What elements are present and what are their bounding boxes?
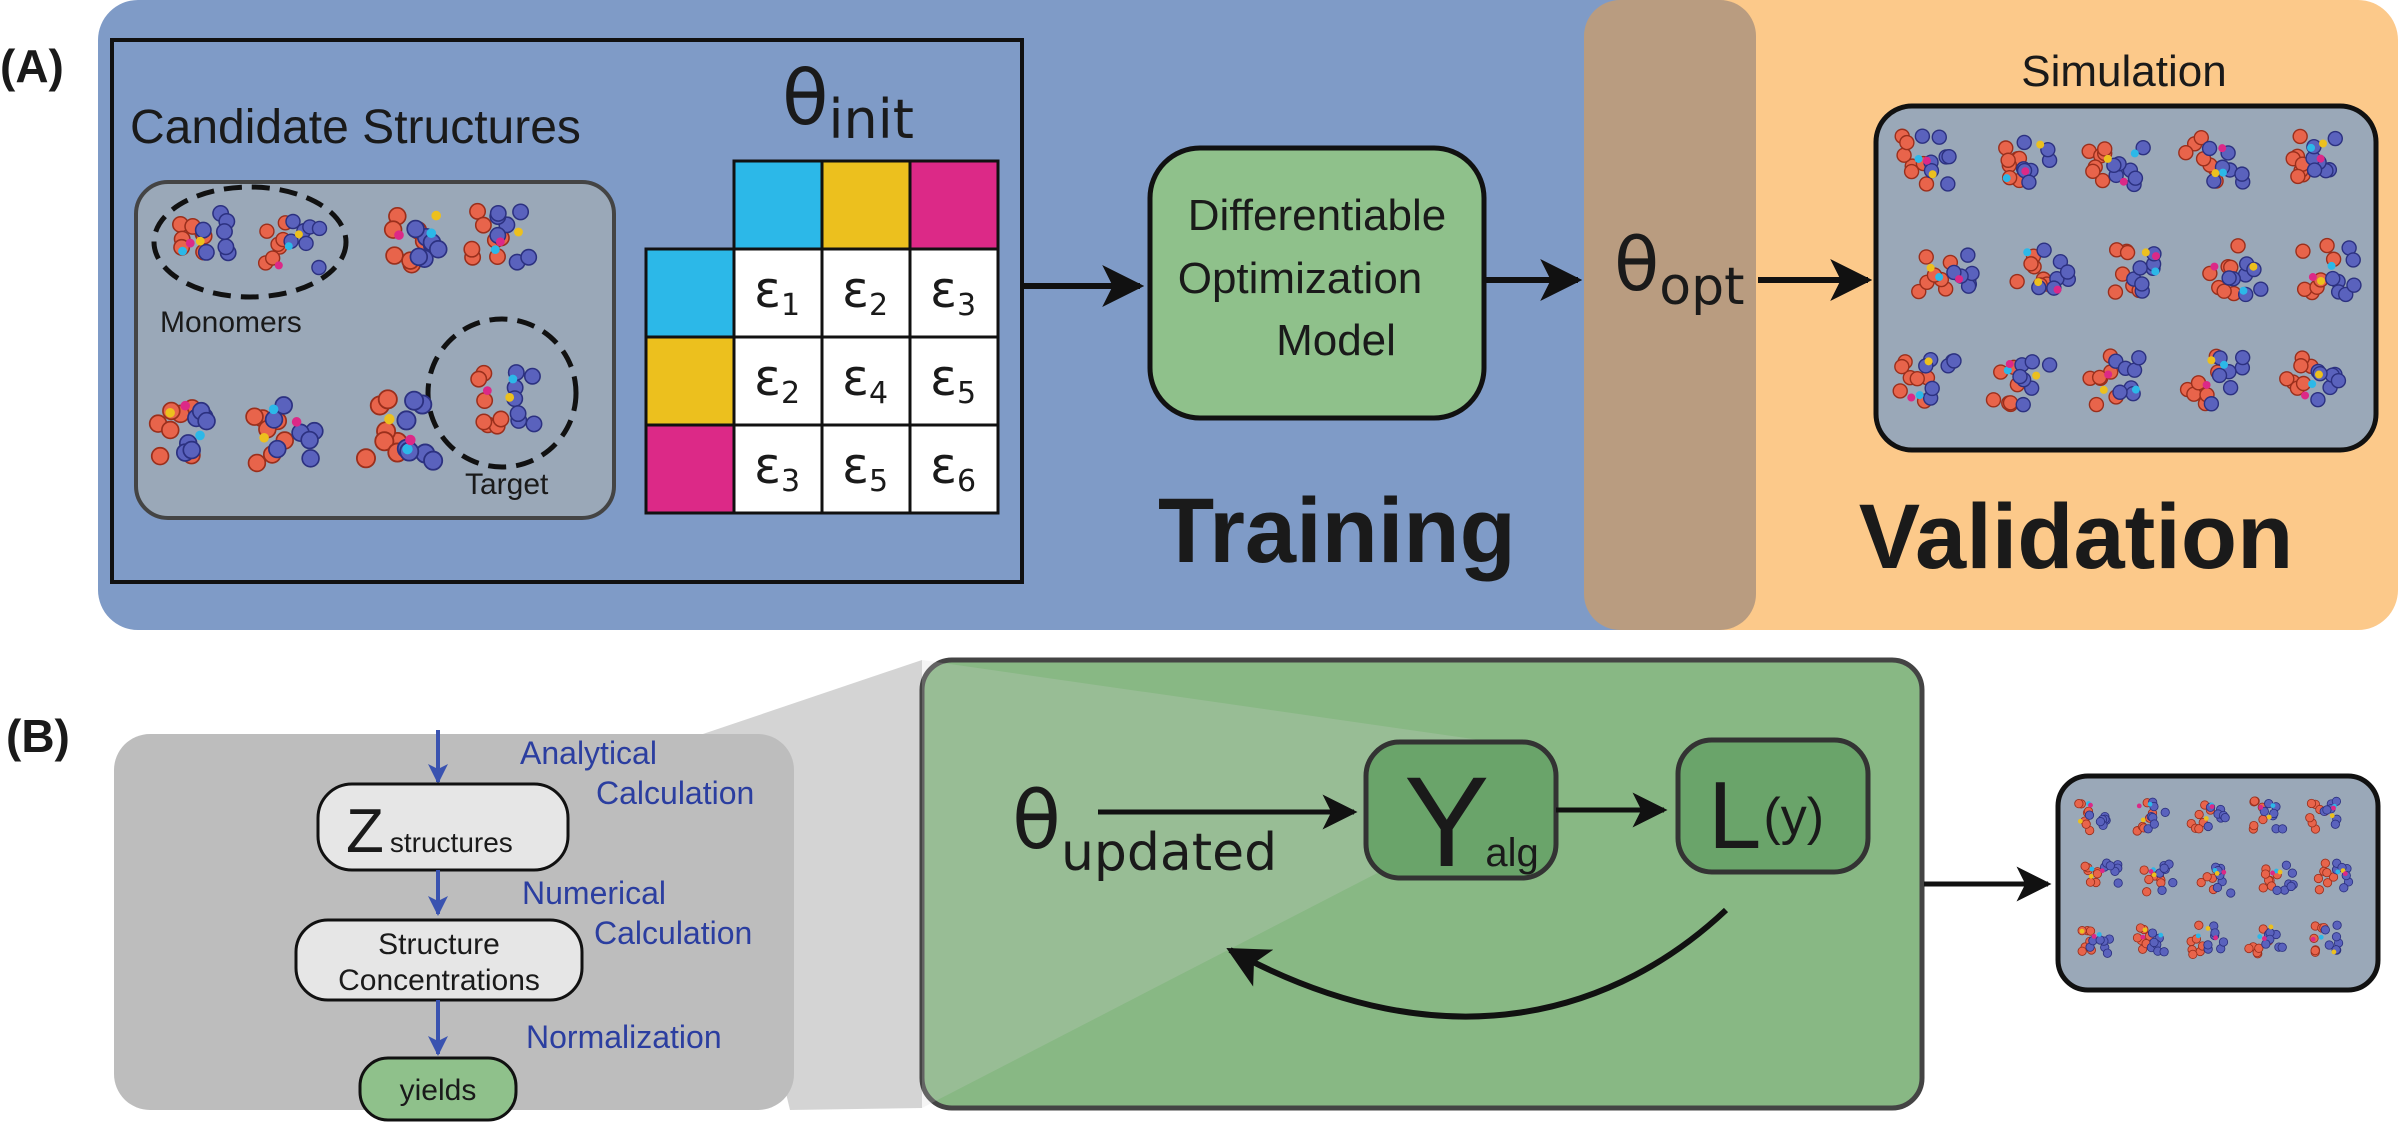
zoom-overlay xyxy=(922,660,1480,1108)
numerical-2: Calculation xyxy=(594,915,752,951)
target-label: Target xyxy=(465,468,549,501)
theta-init: θinit xyxy=(782,53,914,151)
simulation-molecules xyxy=(1892,128,2362,413)
matrix-cell xyxy=(820,423,912,515)
theta-opt: θopt xyxy=(1614,222,1745,317)
matrix-entry: ε3 xyxy=(754,437,800,499)
matrix-entry: ε5 xyxy=(842,437,888,499)
monomers-circle xyxy=(151,184,349,300)
matrix-cell xyxy=(908,247,1000,339)
matrix-entry: ε3 xyxy=(930,261,976,323)
conc-line-1: Structure xyxy=(378,928,500,961)
matrix-entry: ε4 xyxy=(842,349,888,411)
matrix-cell xyxy=(908,423,1000,515)
model-line-1: Differentiable xyxy=(1188,191,1446,240)
feedback-arrow xyxy=(1226,907,1729,1020)
matrix-entry: ε2 xyxy=(754,349,800,411)
monomers-label: Monomers xyxy=(160,306,302,339)
z-structures-box xyxy=(316,782,570,872)
output-molecules xyxy=(2074,796,2354,960)
matrix-entry: ε1 xyxy=(754,261,800,323)
header-magenta-top xyxy=(908,159,1000,251)
interaction-matrix: ε1 ε2 ε3 ε2 ε4 ε5 ε3 ε5 ε6 xyxy=(644,159,1000,515)
candidate-frame xyxy=(110,38,1024,584)
header-yellow-top xyxy=(820,159,912,251)
model-line-3: Model xyxy=(1276,316,1396,365)
model-line-2: Optimization xyxy=(1178,254,1423,303)
header-cyan-top xyxy=(732,159,824,251)
target-circle xyxy=(425,316,579,470)
panel-a-label: (A) xyxy=(0,40,64,92)
matrix-entry: ε6 xyxy=(930,437,976,499)
matrix-cell xyxy=(908,335,1000,427)
yields-box xyxy=(358,1056,518,1122)
header-magenta-left xyxy=(644,423,736,515)
training-label: Training xyxy=(1158,480,1516,582)
theta-updated: θupdated xyxy=(1012,774,1277,883)
analytical-2: Calculation xyxy=(596,775,754,811)
yields-label: yields xyxy=(400,1074,477,1107)
y-alg: Yalg xyxy=(1404,751,1539,894)
matrix-cell xyxy=(732,423,824,515)
header-cyan-left xyxy=(644,247,736,339)
panel-b-label: (B) xyxy=(6,710,70,762)
loss: L(y) xyxy=(1708,762,1824,869)
normalization: Normalization xyxy=(526,1019,722,1055)
loss-box xyxy=(1675,737,1871,875)
theta-opt-band xyxy=(1584,0,1756,630)
gradient-loop-panel xyxy=(919,657,1925,1111)
matrix-entry: ε5 xyxy=(930,349,976,411)
matrix-entry: ε2 xyxy=(842,261,888,323)
header-yellow-left xyxy=(644,335,736,427)
candidate-title: Candidate Structures xyxy=(130,101,581,154)
numerical-1: Numerical xyxy=(522,875,666,911)
candidate-molecules xyxy=(148,202,543,473)
simulation-label: Simulation xyxy=(2021,47,2226,96)
analytical-1: Analytical xyxy=(520,735,657,771)
conc-line-2: Concentrations xyxy=(338,964,540,997)
validation-label: Validation xyxy=(1859,486,2294,588)
